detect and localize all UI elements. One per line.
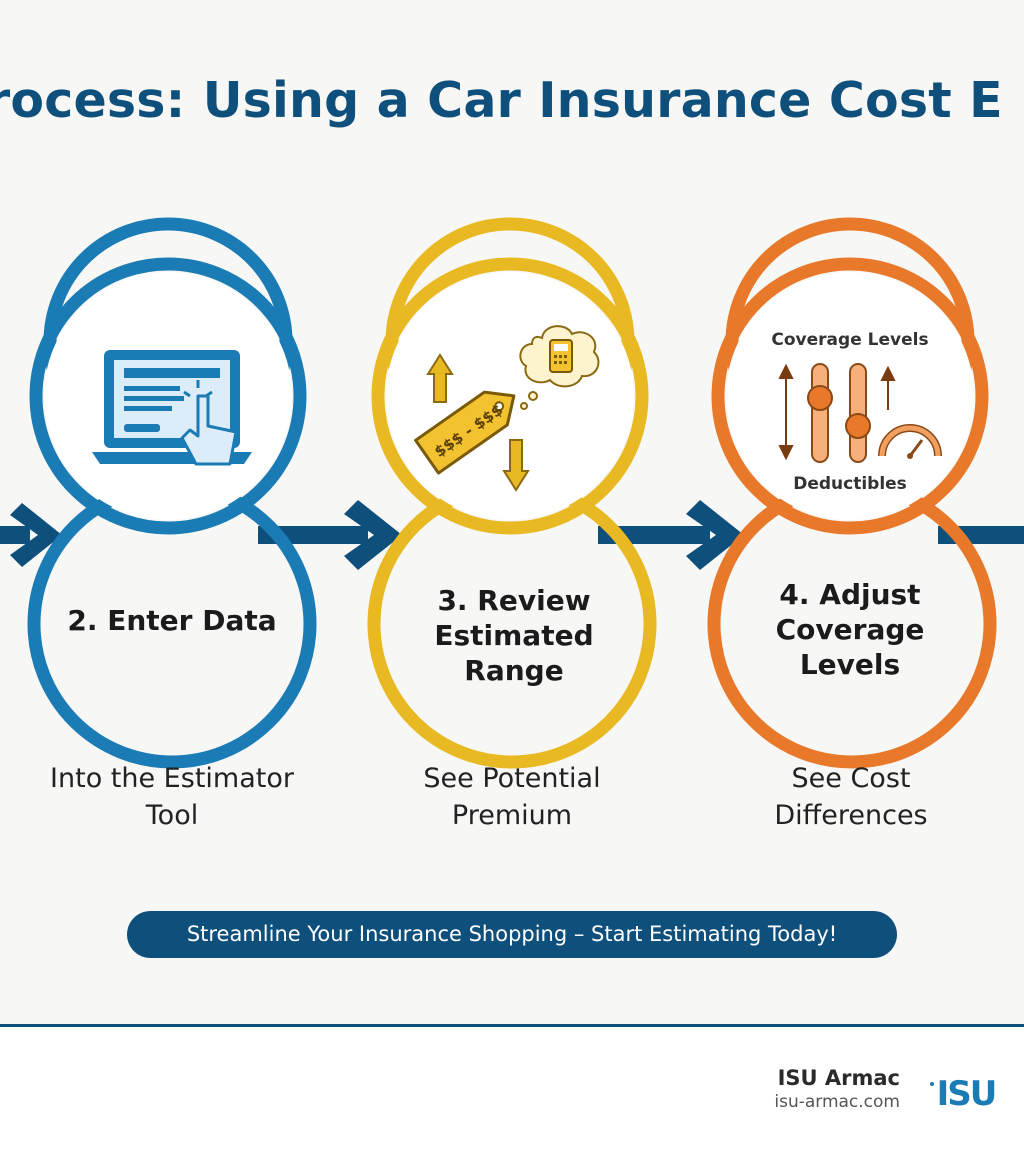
- brand-name: ISU Armac: [777, 1066, 900, 1090]
- process-infographic: $$$ - $$$: [0, 72, 1024, 958]
- coverage-levels-label: Coverage Levels: [771, 330, 929, 350]
- cta-banner: Streamline Your Insurance Shopping – Sta…: [127, 911, 897, 958]
- sliders-icon: [778, 363, 942, 463]
- step-2-title: 2. Enter Data: [67, 604, 277, 637]
- step-4-title: 4. Adjust Coverage Levels: [775, 578, 925, 681]
- step-3-description: See Potential Premium: [423, 763, 601, 831]
- infographic-artwork: $$$ - $$$: [0, 217, 1024, 769]
- step-4-description: See Cost Differences: [774, 763, 928, 831]
- page-title: rocess: Using a Car Insurance Cost E: [0, 72, 1003, 129]
- arrow-icon: [0, 503, 62, 567]
- step-3-title: 3. Review Estimated Range: [434, 584, 594, 687]
- step-2-description: Into the Estimator Tool: [50, 763, 294, 831]
- laptop-form-icon: [92, 350, 252, 466]
- brand-url: isu-armac.com: [774, 1092, 900, 1112]
- logo-text: ISU: [937, 1074, 996, 1112]
- deductibles-label: Deductibles: [793, 474, 907, 494]
- footer-divider: [0, 1024, 1024, 1027]
- isu-logo: ISU: [930, 1074, 998, 1112]
